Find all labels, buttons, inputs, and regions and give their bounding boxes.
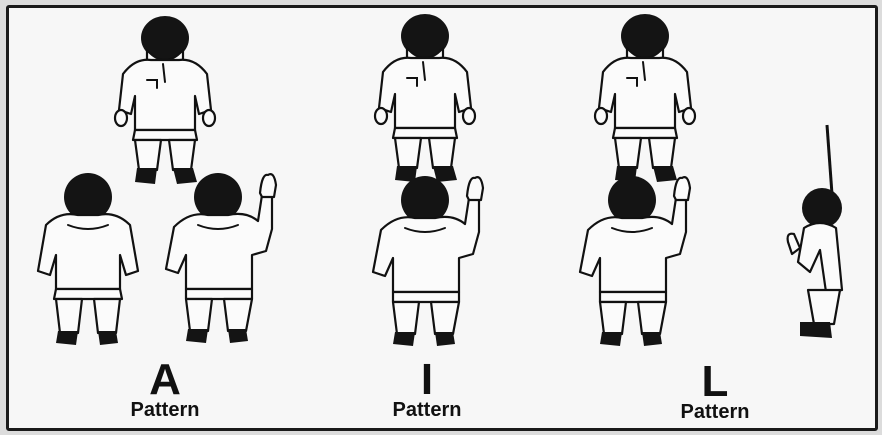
pattern-a-letter: A bbox=[105, 358, 225, 402]
pattern-l-label: Pattern bbox=[655, 401, 775, 423]
pattern-l-side-figure bbox=[788, 125, 842, 338]
pattern-a-right-figure bbox=[166, 173, 276, 343]
pattern-i-rear-figure bbox=[373, 176, 483, 346]
pattern-i-label: Pattern bbox=[367, 399, 487, 421]
pattern-a-label: Pattern bbox=[105, 399, 225, 421]
pattern-i-front-figure bbox=[375, 14, 475, 182]
pattern-l-front-figure bbox=[595, 14, 695, 182]
pattern-a-left-figure bbox=[38, 173, 138, 345]
pattern-a-front-figure bbox=[115, 16, 215, 184]
pattern-l-rear-figure bbox=[580, 176, 690, 346]
pattern-l-letter: L bbox=[655, 360, 775, 404]
pattern-i-letter: I bbox=[367, 358, 487, 402]
